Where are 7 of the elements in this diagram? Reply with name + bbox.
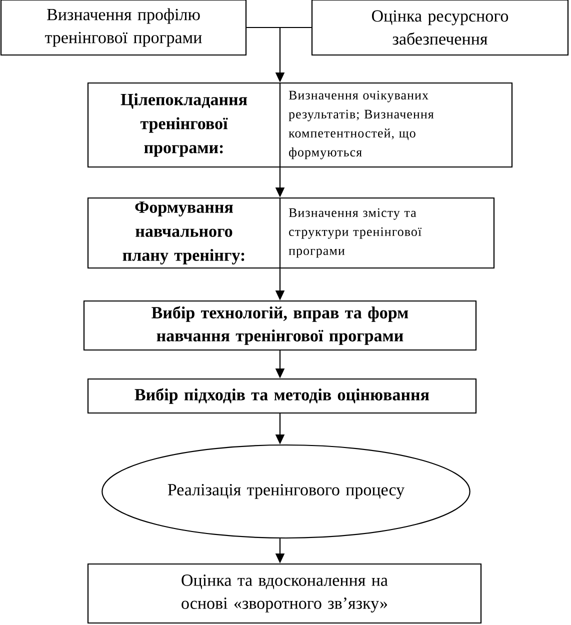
process-box: Цілепокладання тренінгової програми: Визначення очікуваних результатів; Визначення компетентностей, що формуються xyxy=(87,82,513,168)
process-box: Формування навчального плану тренінгу: Визначення змісту та структури тренінгової програми xyxy=(87,197,495,269)
process-box: Оцінка ресурсного забезпечення xyxy=(311,0,569,56)
process-box: Вибір технологій, вправ та форм навчання тренінгової програми xyxy=(83,300,477,351)
process-box: Вибір підходів та методів оцінювання xyxy=(87,378,477,414)
process-box: Оцінка та вдосконалення на основі «зворотного зв’язку» xyxy=(87,563,482,624)
process-box: Визначення профілю тренінгової програми xyxy=(0,0,247,56)
